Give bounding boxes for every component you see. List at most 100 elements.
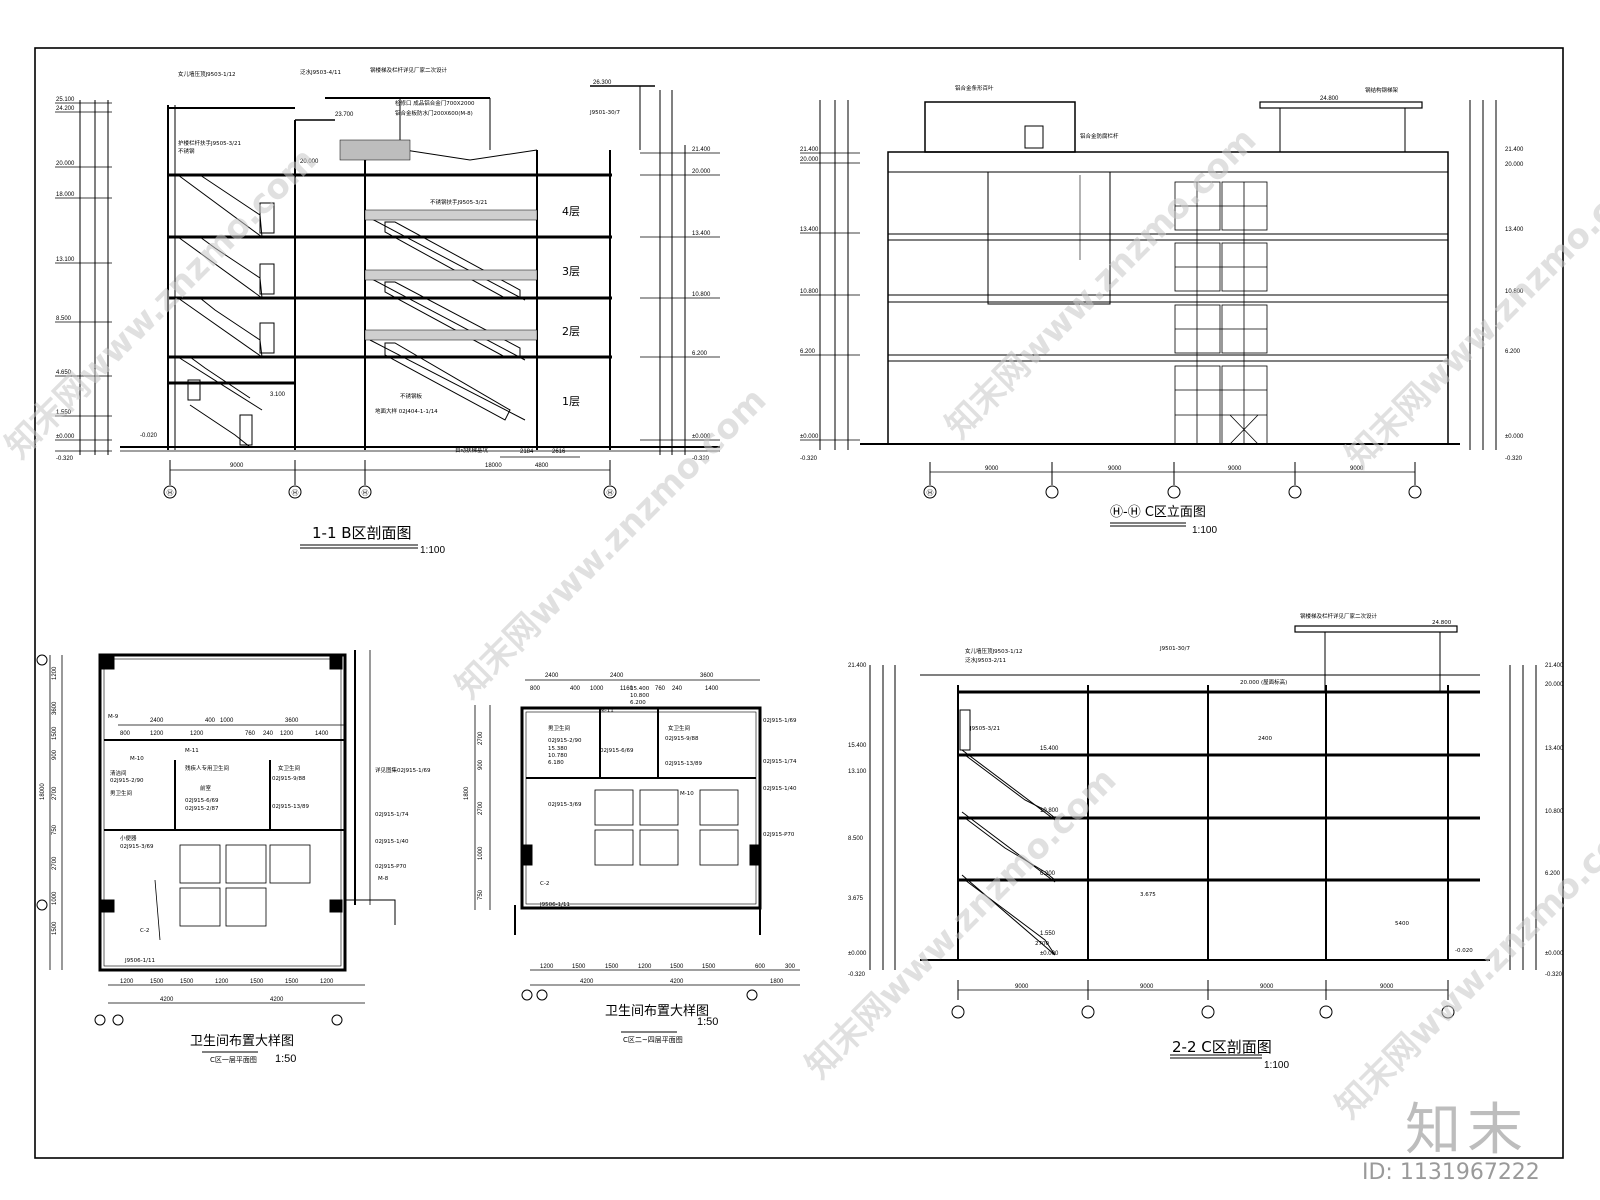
annotation: 02J915-3/69 bbox=[548, 802, 582, 808]
annotation: J9505-3/21 bbox=[969, 726, 1000, 732]
dim-label: 1200 bbox=[52, 666, 58, 680]
dim-label: 1200 bbox=[280, 731, 294, 737]
annotation: 铝合金条形百叶 bbox=[955, 84, 994, 92]
dim-label: 760 bbox=[245, 731, 256, 737]
dim-label: 3600 bbox=[52, 701, 58, 715]
dim-label: 2616 bbox=[552, 449, 566, 455]
axis-label: Ⓗ bbox=[292, 489, 299, 497]
elev-label: 3.675 bbox=[848, 896, 864, 902]
dim-label: 4200 bbox=[160, 997, 174, 1003]
dim-label: 1500 bbox=[52, 921, 58, 935]
annotation: 02J915-2/90 bbox=[110, 778, 144, 784]
annotation: 护楼栏杆扶手J9505-3/21 bbox=[178, 139, 241, 147]
b-section-title: 1-1 B区剖面图 bbox=[312, 524, 412, 542]
elev-label: 1.550 bbox=[1040, 931, 1056, 937]
annotation: M-8 bbox=[378, 876, 389, 882]
annotation: 02J915-13/89 bbox=[272, 804, 309, 810]
dim-label: 2700 bbox=[478, 801, 484, 815]
dim-label: 1500 bbox=[285, 979, 299, 985]
watermark-text: 知末网www.znzmo.com bbox=[0, 140, 324, 466]
watermark-text: 知末网www.znzmo.com bbox=[448, 380, 774, 706]
annotation: 3.675 bbox=[1140, 892, 1156, 898]
elev-label: 15.400 bbox=[1040, 746, 1059, 752]
annotation: J9506-1/11 bbox=[539, 902, 570, 908]
dim-label: 1800 bbox=[464, 786, 470, 800]
dim-label: 4200 bbox=[270, 997, 284, 1003]
annotation: 10.800 bbox=[630, 693, 650, 699]
elev-label: ±0.000 bbox=[56, 434, 75, 440]
elev-label: 21.400 bbox=[848, 663, 867, 669]
elev-label: 10.800 bbox=[1040, 808, 1059, 814]
elev-label: 24.200 bbox=[56, 106, 75, 112]
dim-label: 1000 bbox=[590, 686, 604, 692]
b-section-scale: 1:100 bbox=[420, 545, 445, 556]
annotation: M-11 bbox=[185, 748, 199, 754]
dim-label: 800 bbox=[120, 731, 131, 737]
dim-label: 1500 bbox=[250, 979, 264, 985]
dim-label: 3600 bbox=[700, 673, 714, 679]
dim-label: 2400 bbox=[545, 673, 559, 679]
annotation: 泛水J9503-2/11 bbox=[965, 656, 1006, 664]
annotation: 02J915-9/88 bbox=[272, 776, 306, 782]
dim-label: 18000 bbox=[40, 783, 46, 800]
elev-label: 13.400 bbox=[692, 231, 711, 237]
elev-label: 10.800 bbox=[800, 289, 819, 295]
dim-label: 1200 bbox=[150, 731, 164, 737]
annotation: 清洁间 bbox=[110, 769, 127, 777]
annotation: 02J915-1/40 bbox=[375, 839, 409, 845]
elev-label: ±0.000 bbox=[1040, 951, 1059, 957]
dim-label: 1000 bbox=[52, 891, 58, 905]
watermark-text: 知末网www.znzmo.com bbox=[1328, 800, 1600, 1126]
dim-label: 1000 bbox=[478, 846, 484, 860]
axis-label: Ⓗ bbox=[607, 489, 614, 497]
elev-label: 24.800 bbox=[1320, 96, 1339, 102]
toilet-plan-1-subtitle: C区一层平面图 bbox=[210, 1056, 257, 1064]
elev-label: ±0.000 bbox=[800, 434, 819, 440]
dim-label: 400 bbox=[570, 686, 581, 692]
annotation: 自动扶梯基坑 bbox=[455, 446, 489, 454]
elev-label: 6.200 bbox=[800, 349, 816, 355]
dim-label: 2184 bbox=[520, 449, 534, 455]
elev-label: 18.000 bbox=[56, 192, 75, 198]
c-elevation-title: Ⓗ-Ⓗ C区立面图 bbox=[1110, 505, 1206, 520]
dim-label: 800 bbox=[530, 686, 541, 692]
dim-label: 1200 bbox=[120, 979, 134, 985]
annotation: M-9 bbox=[108, 714, 119, 720]
dim-label: 1160 bbox=[620, 686, 634, 692]
elev-label: ±0.000 bbox=[1505, 434, 1524, 440]
annotation: 02J915-2/90 bbox=[548, 738, 582, 744]
elev-label: 21.400 bbox=[692, 147, 711, 153]
annotation: 6.180 bbox=[548, 760, 564, 766]
annotation: 02J915-2/87 bbox=[185, 806, 219, 812]
toilet-plan-2-drawing bbox=[474, 679, 800, 1033]
elev-label: 10.800 bbox=[692, 292, 711, 298]
dim-label: 1200 bbox=[215, 979, 229, 985]
annotation: J9501-30/7 bbox=[1159, 646, 1190, 652]
annotation: 男卫生间 bbox=[548, 724, 570, 732]
dim-label: 9000 bbox=[1380, 984, 1394, 990]
annotation: 02J915-6/69 bbox=[185, 798, 219, 804]
annotation: 20.000 (屋面标高) bbox=[1240, 678, 1287, 686]
elev-label: 6.200 bbox=[692, 351, 708, 357]
annotation: C-2 bbox=[140, 928, 149, 934]
elev-label: 26.300 bbox=[593, 80, 612, 86]
dim-label: 3600 bbox=[285, 718, 299, 724]
elev-label: 6.200 bbox=[1505, 349, 1521, 355]
dim-label: 900 bbox=[52, 749, 58, 760]
annotation: 泛水J9503-4/11 bbox=[300, 68, 341, 76]
annotation: 女卫生间 bbox=[668, 724, 690, 732]
dim-label: 750 bbox=[478, 889, 484, 900]
floor-label-4: 4层 bbox=[562, 205, 580, 218]
toilet-plan-1-scale: 1:50 bbox=[275, 1053, 296, 1065]
annotation: 男卫生间 bbox=[110, 789, 132, 797]
toilet-plan-1-drawing bbox=[36, 650, 396, 1053]
dim-label: 9000 bbox=[985, 466, 999, 472]
annotation: 铝合金防腐栏杆 bbox=[1080, 132, 1119, 140]
annotation: 不锈钢 bbox=[178, 147, 195, 155]
axis-label: Ⓗ bbox=[362, 489, 369, 497]
dim-label: 300 bbox=[785, 964, 796, 970]
dim-label: 1500 bbox=[150, 979, 164, 985]
annotation: 5400 bbox=[1395, 921, 1409, 927]
annotation: 15.400 bbox=[630, 686, 650, 692]
